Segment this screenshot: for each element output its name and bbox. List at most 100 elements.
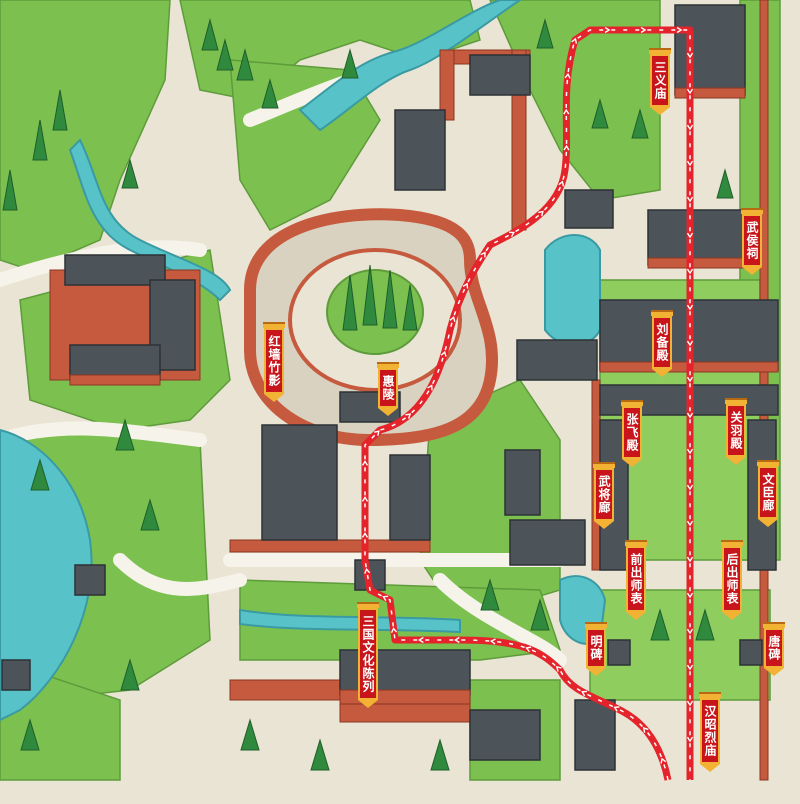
tour-route-arrow-icon [686,448,694,455]
label-text: 惠陵 [378,368,398,408]
pavilion-lake [74,564,106,596]
tree [430,738,450,771]
tree [236,48,254,81]
hall-east-mid [504,449,541,516]
tour-route-arrow-icon [686,664,694,671]
tree [402,284,418,331]
label-text: 三义庙 [650,54,670,107]
tree [2,169,18,211]
stream-north [298,0,522,132]
hall-south-gate [469,709,541,761]
tour-route-arrow-icon [686,700,694,707]
label-sanyi-temple[interactable]: 三义庙 [648,48,672,115]
tree [52,89,68,131]
tour-route-arrow-icon [361,460,369,466]
tour-route-arrow-icon [525,646,532,653]
hall-wuhou [647,209,745,266]
tour-route-arrow-icon [686,304,694,311]
tour-route-arrow-icon [563,144,570,151]
label-text: 刘备殿 [652,316,672,369]
label-ming-stele[interactable]: 明碑 [584,622,608,676]
label-zhangfei-hall[interactable]: 张飞殿 [620,400,644,467]
trees [2,18,734,771]
tour-route-arrow-icon [686,124,694,131]
tree [115,418,135,451]
hall-west-wing [516,339,598,381]
tour-route-arrow-icon [686,556,694,563]
path-diag [433,573,567,667]
tree [201,18,219,51]
label-tang-stele[interactable]: 唐碑 [762,622,786,676]
tour-route-dash [364,29,691,781]
tour-route-arrow-icon [390,627,398,633]
label-liubei-hall[interactable]: 刘备殿 [650,310,674,377]
tour-route-arrow-icon [686,160,694,167]
hall-left-row [261,424,338,541]
tour-route-arrow-icon [686,484,694,491]
tour-route-arrow-icon [686,376,694,383]
water-bodies [0,0,607,722]
label-text: 张飞殿 [622,406,642,459]
tour-route-arrow-icon [642,727,649,733]
tour-route-arrow-icon [686,412,694,419]
label-text: 关羽殿 [726,404,746,457]
label-military-corridor[interactable]: 武将廊 [592,462,616,529]
tour-route-arrow-icon [686,232,694,239]
tree [695,608,715,641]
tree [716,168,734,199]
tour-route-arrow-icon [361,496,369,502]
tour-route-arrow-icon [564,72,571,79]
path-south [113,553,247,596]
tree [631,108,649,139]
tree [120,658,140,691]
tour-route-arrow-icon [462,282,469,289]
wall-plaza [229,539,431,553]
label-text: 明碑 [586,628,606,668]
tour-route-arrows [361,26,694,764]
tour-route-arrow-icon [686,268,694,275]
tour-route-arrow-icon [538,210,544,217]
tour-route-arrow-icon [454,636,460,644]
tour-route [361,26,694,781]
label-first-memorial[interactable]: 前出师表 [624,540,648,620]
hall-north-garden [394,109,446,191]
hall-south-center [509,519,586,566]
facade-west-court [69,374,161,386]
tour-route-arrow-icon [489,638,496,645]
stream-west [68,138,232,302]
tour-route-arrow-icon [405,413,412,419]
stream-south [239,608,461,634]
tour-route-arrow-icon [361,532,369,538]
hall-right-row [389,454,431,541]
hall-north-garden-2 [469,54,531,96]
label-guanyu-hall[interactable]: 关羽殿 [724,398,748,465]
tree [261,78,279,109]
tree [342,274,358,331]
wall-south-left [229,679,341,701]
tour-route-arrow-icon [686,88,694,95]
label-huiling[interactable]: 惠陵 [376,362,400,416]
tree [480,578,500,611]
hall-zhaolie [574,699,616,771]
tree [310,738,330,771]
tour-route-arrow-icon [449,315,456,322]
label-wuhou-shrine[interactable]: 武侯祠 [740,208,764,275]
tree [121,158,139,189]
tour-route-arrow-icon [571,37,578,44]
tour-route-arrow-icon [480,251,486,258]
label-hanzhaolie-temple[interactable]: 汉昭烈庙 [698,692,722,772]
tree [216,38,234,71]
tour-route-arrow-icon [364,567,371,574]
tree [30,458,50,491]
label-three-kingdoms-exhibit[interactable]: 三国文化陈列 [356,602,380,708]
label-red-wall-bamboo[interactable]: 红墙竹影 [262,322,286,402]
stele-ming [607,639,631,666]
label-second-memorial[interactable]: 后出师表 [720,540,744,620]
path-west [0,240,207,287]
label-civil-corridor[interactable]: 文臣廊 [756,460,780,527]
label-text: 武将廊 [594,468,614,521]
facade-sanyi [674,87,746,99]
hall-west-court-n [64,254,166,286]
tour-route-arrow-icon [686,628,694,635]
tour-route-arrow-icon [613,706,620,712]
